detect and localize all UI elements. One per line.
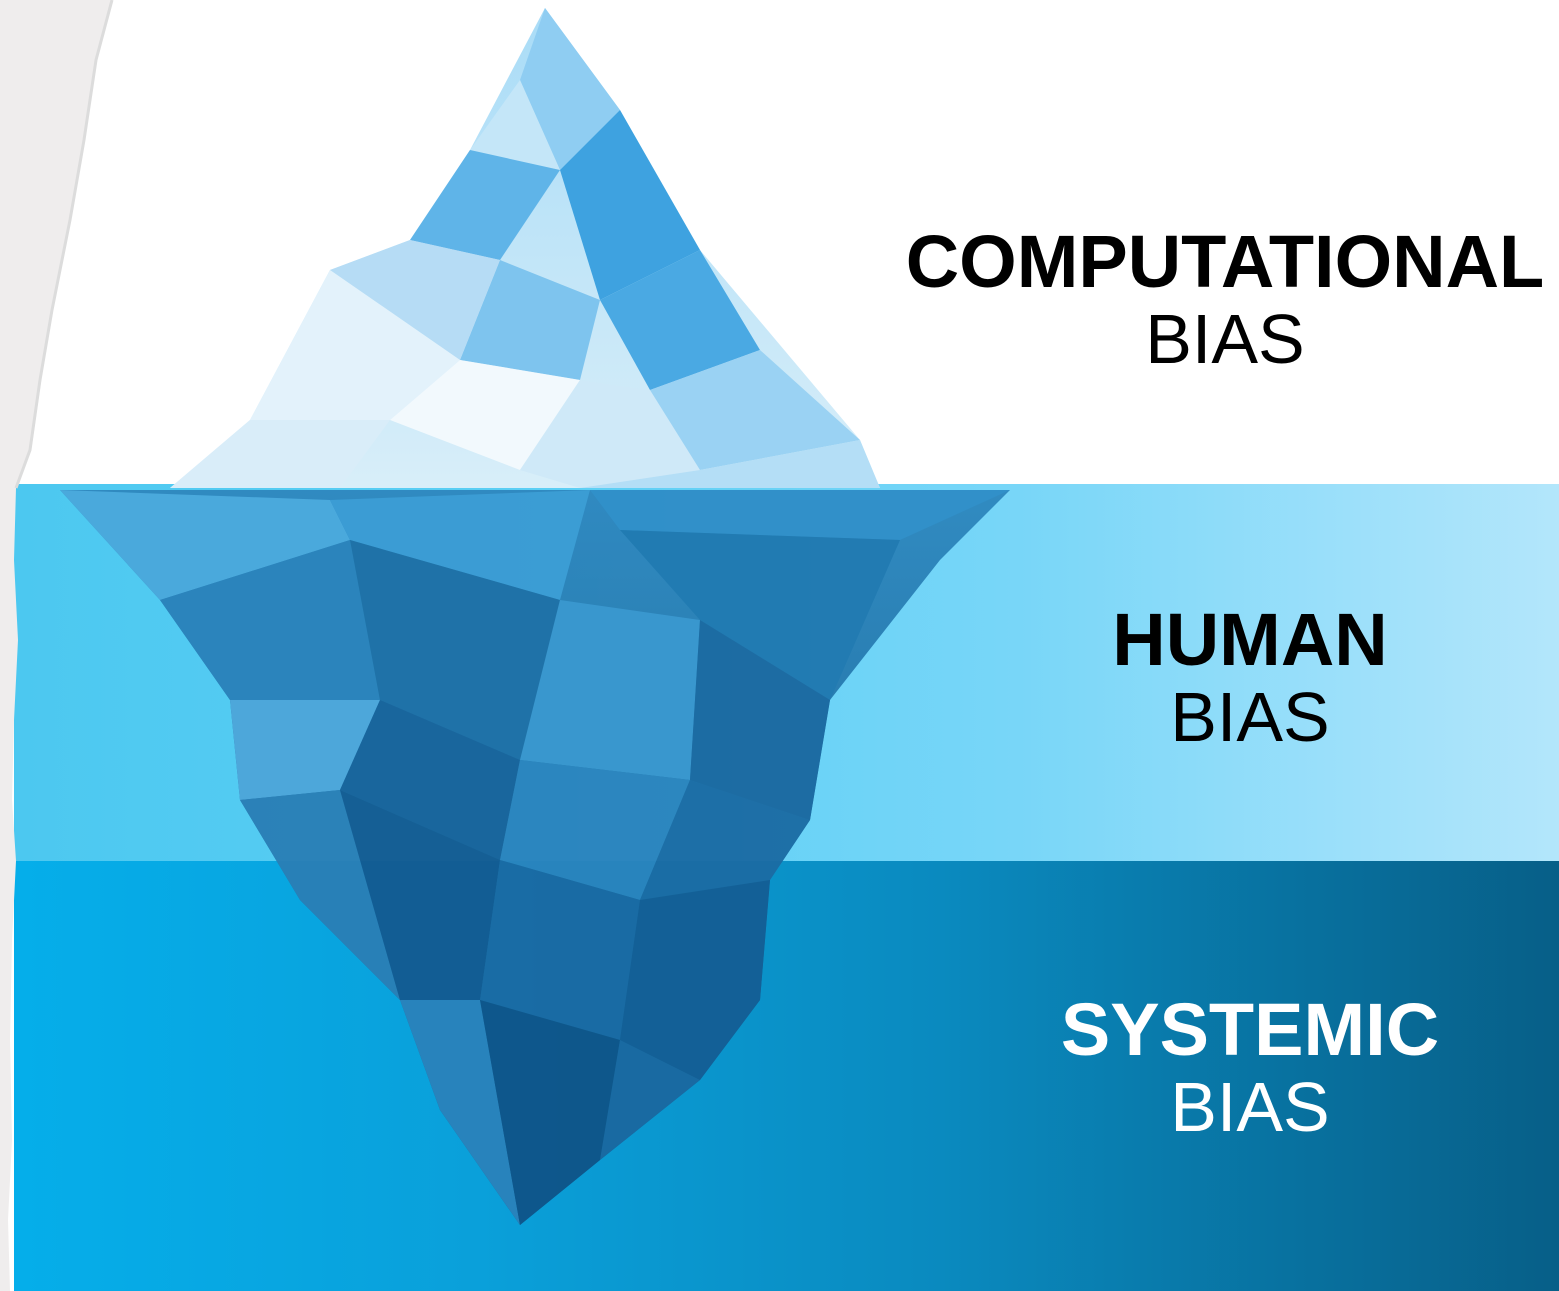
systemic-bias-label: SYSTEMIC BIAS	[1050, 990, 1450, 1146]
computational-heading: COMPUTATIONAL	[905, 220, 1545, 303]
iceberg-body	[60, 490, 1010, 1225]
systemic-heading: SYSTEMIC	[1060, 988, 1440, 1071]
systemic-bias-band	[14, 861, 1559, 1291]
systemic-subheading: BIAS	[1170, 1067, 1330, 1146]
human-bias-label: HUMAN BIAS	[1050, 600, 1450, 756]
iceberg-tip	[170, 8, 880, 488]
computational-subheading: BIAS	[1145, 299, 1305, 378]
human-subheading: BIAS	[1170, 677, 1330, 756]
human-heading: HUMAN	[1112, 598, 1388, 681]
computational-bias-label: COMPUTATIONAL BIAS	[905, 222, 1545, 378]
